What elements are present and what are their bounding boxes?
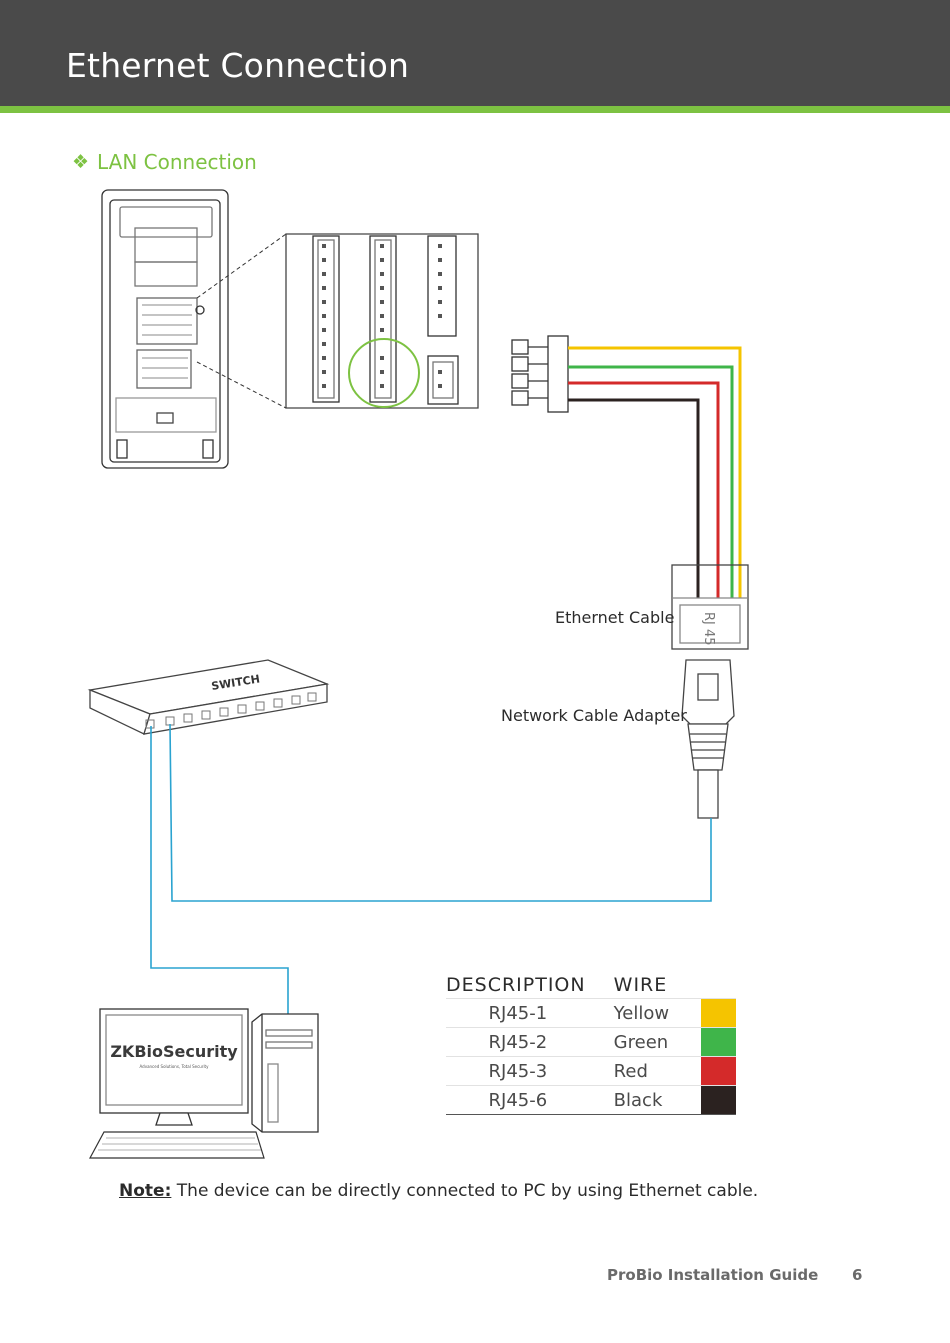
keyboard-keys — [98, 1137, 261, 1151]
note-text: The device can be directly connected to … — [171, 1181, 759, 1201]
row-wire: Red — [589, 1056, 702, 1086]
network-switch — [87, 659, 330, 735]
row-description: RJ45-1 — [446, 998, 590, 1028]
terminal-pins — [322, 244, 442, 388]
page-number: 6 — [852, 1266, 863, 1284]
zoom-guide-lines — [196, 233, 287, 409]
rj45-label: RJ 45 — [701, 612, 716, 646]
ethernet-wires — [568, 346, 742, 598]
switch-to-adapter-line — [169, 723, 712, 902]
table-header-row: DESCRIPTION WIRE — [446, 971, 736, 999]
table-row: RJ45-6 Black — [446, 1085, 736, 1115]
terminal-board-detail — [285, 233, 479, 409]
device-terminal-lines — [142, 304, 192, 379]
pc-tagline: Advanced Solutions, Total Security — [140, 1064, 210, 1069]
table-row: RJ45-2 Green — [446, 1027, 736, 1057]
row-wire: Black — [589, 1085, 702, 1115]
pc-keyboard — [88, 1131, 265, 1159]
table-row: RJ45-1 Yellow — [446, 998, 736, 1028]
row-wire: Yellow — [589, 998, 702, 1028]
header-accent-bar — [0, 106, 950, 113]
description-header: DESCRIPTION — [446, 973, 586, 996]
wire-color-table: DESCRIPTION WIRE RJ45-1 Yellow RJ45-2 Gr… — [446, 971, 736, 1115]
table-row: RJ45-3 Red — [446, 1056, 736, 1086]
wire-black — [568, 398, 700, 598]
network-cable-adapter — [681, 659, 735, 819]
wire-yellow — [568, 346, 742, 598]
switch-to-pc-line — [150, 726, 289, 1015]
pc-tower — [251, 1013, 319, 1133]
ethernet-cable-label: Ethernet Cable — [555, 608, 675, 627]
highlight-circle — [348, 338, 420, 408]
network-links — [150, 723, 712, 1015]
pc-brand: ZKBioSecurity — [110, 1042, 238, 1061]
row-description: RJ45-2 — [446, 1027, 590, 1057]
section-title: LAN Connection — [97, 150, 257, 174]
section-heading: ❖ LAN Connection — [72, 150, 257, 174]
page-title: Ethernet Connection — [66, 46, 410, 85]
pc-monitor — [99, 1008, 249, 1126]
wire-header: WIRE — [613, 973, 668, 996]
device-front-panel — [101, 189, 229, 469]
wire-green — [568, 365, 734, 598]
wire-red — [568, 381, 720, 598]
yellow-swatch — [701, 998, 736, 1028]
green-swatch — [701, 1027, 736, 1057]
4pin-connector — [511, 335, 569, 413]
diamond-bullet-icon: ❖ — [72, 151, 90, 173]
rj45-housing — [671, 564, 749, 650]
red-swatch — [701, 1056, 736, 1086]
row-description: RJ45-3 — [446, 1056, 590, 1086]
network-adapter-label: Network Cable Adapter — [501, 706, 687, 725]
note-label: Note: — [119, 1181, 172, 1201]
note-paragraph: Note: The device can be directly connect… — [119, 1181, 758, 1201]
swatch-header — [701, 971, 736, 999]
switch-ports — [145, 692, 317, 729]
row-wire: Green — [589, 1027, 702, 1057]
footer-title: ProBio Installation Guide — [607, 1266, 819, 1284]
row-description: RJ45-6 — [446, 1085, 590, 1115]
black-swatch — [701, 1085, 736, 1115]
page-header: Ethernet Connection — [0, 0, 950, 106]
